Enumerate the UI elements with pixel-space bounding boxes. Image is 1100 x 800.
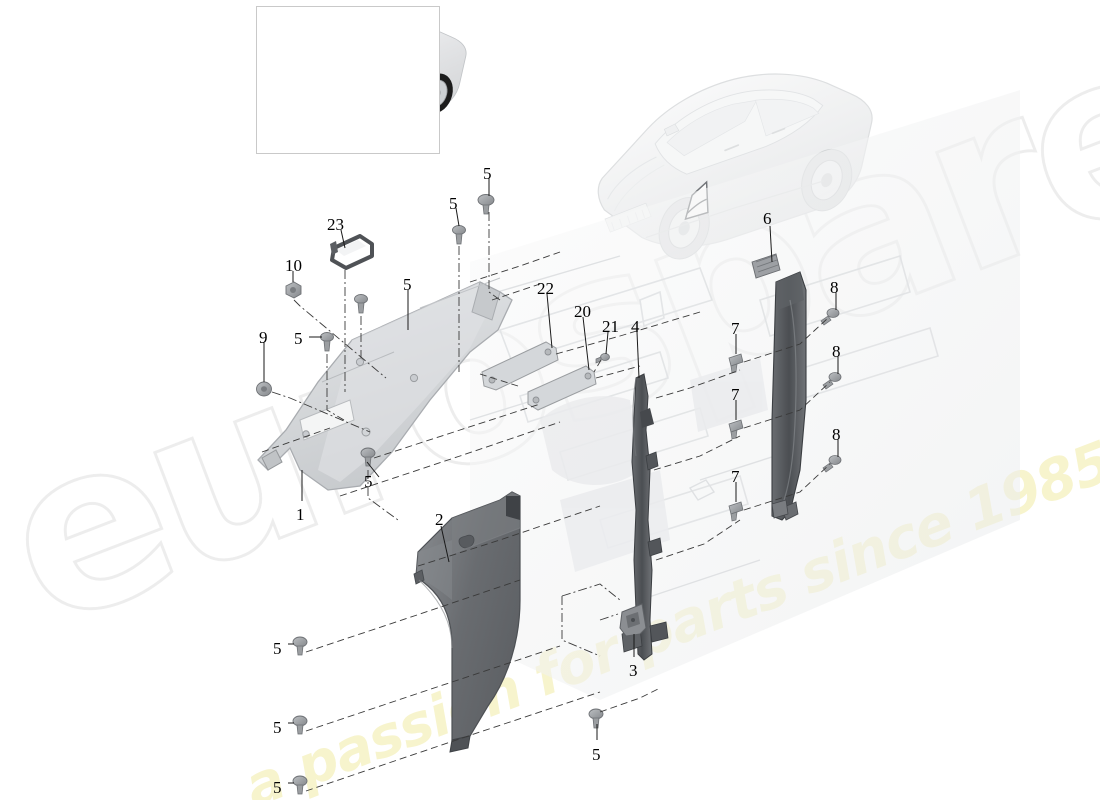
part-23-loop-bracket[interactable]	[330, 234, 374, 270]
fastener-7[interactable]	[728, 353, 744, 374]
callout-1[interactable]: 1	[296, 505, 305, 524]
callout-5[interactable]: 5	[364, 472, 373, 491]
callout-20[interactable]: 20	[574, 302, 591, 321]
callout-8[interactable]: 8	[832, 342, 841, 361]
callout-5[interactable]: 5	[273, 639, 282, 658]
callout-23[interactable]: 23	[327, 215, 344, 234]
callout-5[interactable]: 5	[273, 778, 282, 797]
callout-4[interactable]: 4	[631, 317, 640, 336]
part-2-front-fender[interactable]	[413, 491, 521, 753]
callout-8[interactable]: 8	[830, 278, 839, 297]
callout-5[interactable]: 5	[483, 164, 492, 183]
fastener-5[interactable]	[354, 294, 368, 314]
fastener-10[interactable]	[285, 281, 302, 299]
assembly-guide-lines	[261, 212, 831, 792]
part-20-reinforcement-strip[interactable]	[527, 365, 597, 411]
callout-6[interactable]: 6	[763, 209, 772, 228]
fastener-5[interactable]	[477, 194, 495, 215]
fastener-5[interactable]	[292, 715, 308, 735]
part-6-rocker-trim[interactable]	[751, 253, 807, 521]
callout-10[interactable]: 10	[285, 256, 302, 275]
callout-22[interactable]: 22	[537, 279, 554, 298]
callout-5[interactable]: 5	[449, 194, 458, 213]
part-1-wheel-housing-liner[interactable]	[257, 277, 513, 491]
leader-lines	[263, 178, 839, 784]
callout-8[interactable]: 8	[832, 425, 841, 444]
fastener-5[interactable]	[452, 225, 466, 245]
fastener-8[interactable]	[822, 455, 842, 473]
callout-5[interactable]: 5	[403, 275, 412, 294]
callout-3[interactable]: 3	[629, 661, 638, 680]
callout-2[interactable]: 2	[435, 510, 444, 529]
callout-5[interactable]: 5	[592, 745, 601, 764]
fastener-5[interactable]	[292, 775, 308, 795]
fastener-5[interactable]	[320, 332, 334, 352]
callout-21[interactable]: 21	[602, 317, 619, 336]
callout-5[interactable]: 5	[294, 329, 303, 348]
fastener-9[interactable]	[256, 381, 272, 397]
callout-5[interactable]: 5	[273, 718, 282, 737]
fastener-7[interactable]	[728, 501, 744, 522]
vehicle-overview-thumbnail	[256, 6, 440, 154]
callout-7[interactable]: 7	[731, 385, 740, 404]
part-3-bracket[interactable]	[619, 603, 647, 637]
callout-7[interactable]: 7	[731, 319, 740, 338]
callout-7[interactable]: 7	[731, 467, 740, 486]
fastener-5[interactable]	[292, 636, 308, 656]
part-4-vertical-rail[interactable]	[621, 373, 669, 661]
callout-9[interactable]: 9	[259, 328, 268, 347]
